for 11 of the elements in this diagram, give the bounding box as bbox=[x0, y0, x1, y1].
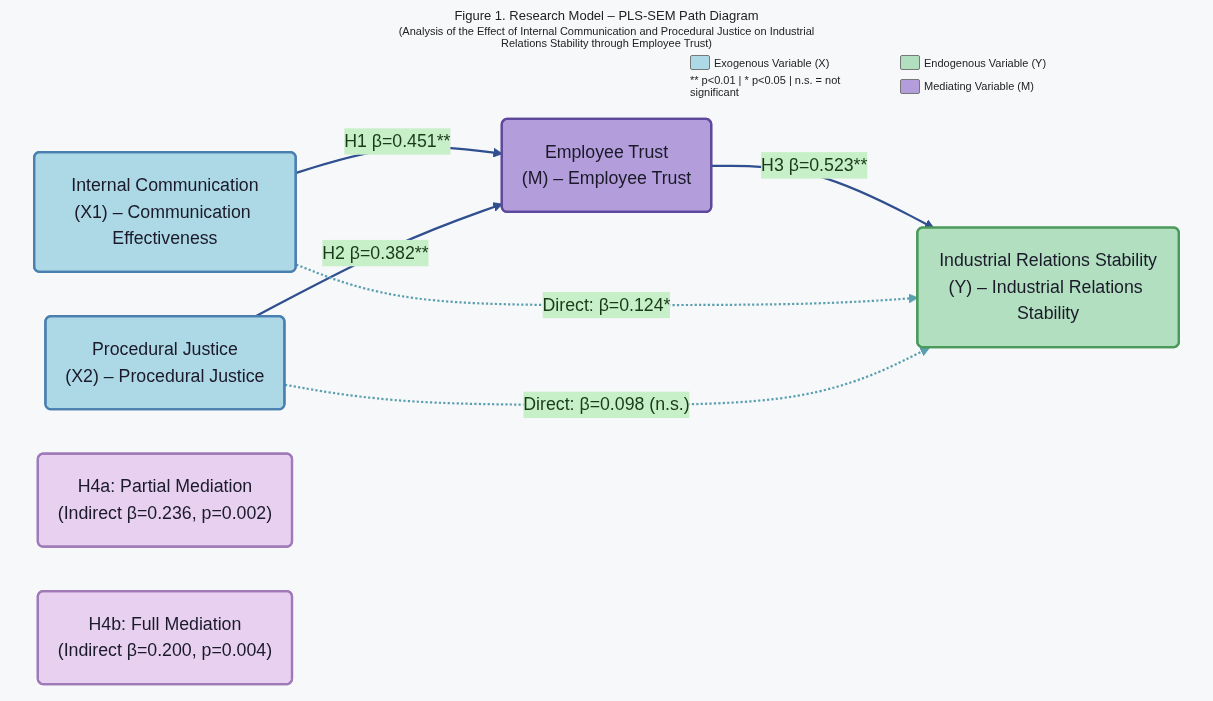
edge-label: Direct: β=0.098 (n.s.) bbox=[523, 394, 690, 414]
legend-label: Endogenous Variable (Y) bbox=[924, 56, 1047, 69]
legend-label: Mediating Variable (M) bbox=[924, 80, 1034, 92]
edge-label: H1 β=0.451** bbox=[344, 131, 451, 151]
subtitle: (Analysis of the Effect of Internal Communication and Procedural Justice on Industrial Relations Stability through Employee Trust) bbox=[397, 25, 816, 49]
edge-label: H3 β=0.523** bbox=[761, 155, 868, 175]
edge-label: H2 β=0.382** bbox=[322, 243, 429, 262]
legend-label: Exogenous Variable (X) bbox=[714, 56, 830, 69]
significance-note: ** p<0.01 | * p<0.05 | n.s. = not significant bbox=[690, 74, 842, 98]
figure-title: Figure 1. Research Model – PLS-SEM Path Diagram bbox=[453, 8, 760, 23]
edge-label: Direct: β=0.124* bbox=[542, 295, 671, 314]
